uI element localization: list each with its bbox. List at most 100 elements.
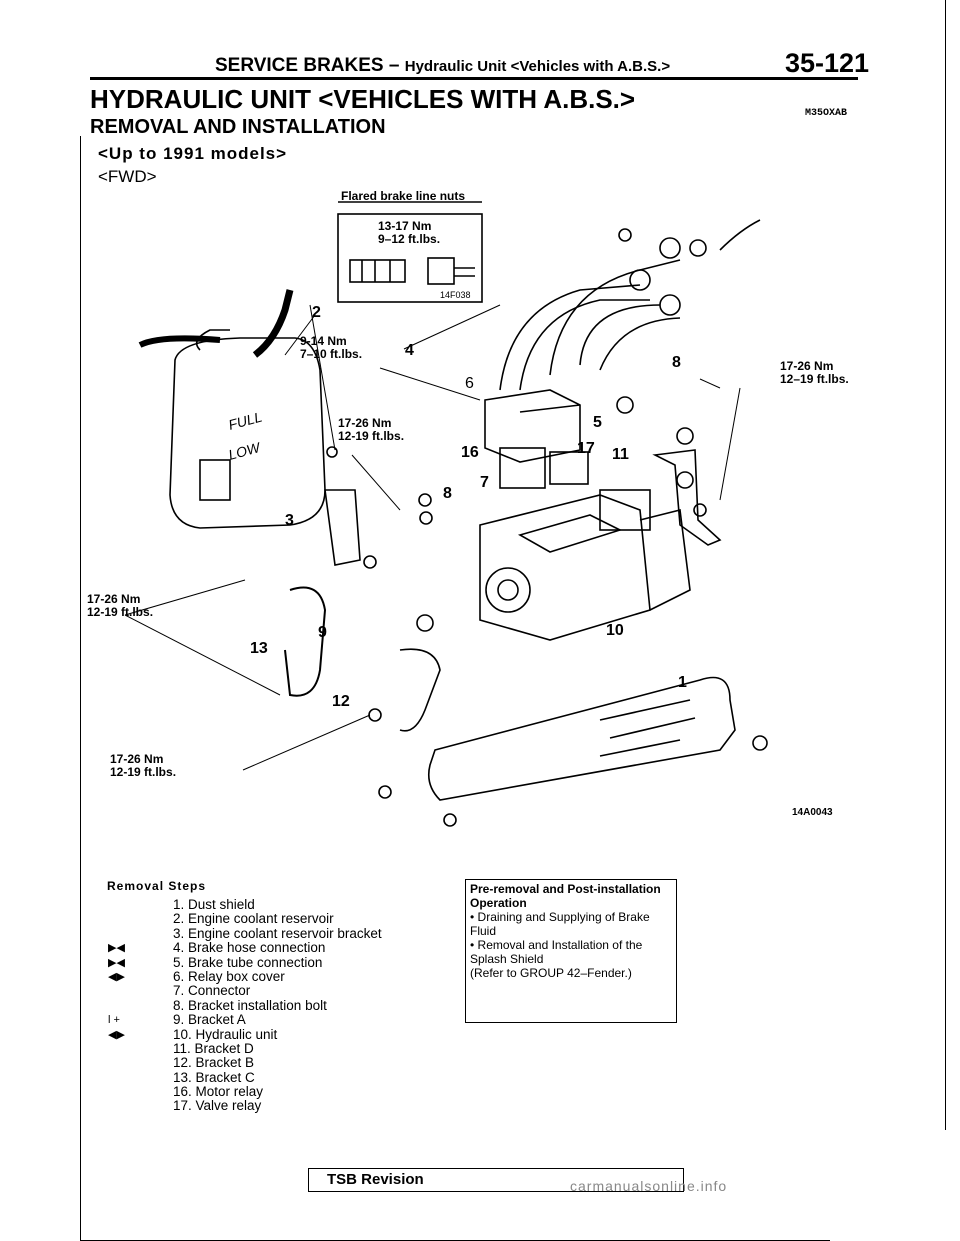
removal-step: ◀▶ 10. Hydraulic unit (108, 1026, 382, 1042)
step-text: 10. Hydraulic unit (173, 1026, 278, 1042)
inset-torque-ft: 9–12 ft.lbs. (378, 232, 440, 246)
step-marker (108, 898, 173, 912)
header-dash: – (388, 55, 400, 76)
step-text: 8. Bracket installation bolt (173, 997, 327, 1013)
torque-label-4-ft: 12-19 ft.lbs. (87, 605, 153, 619)
callout-13: 13 (250, 640, 268, 657)
step-marker (108, 999, 173, 1013)
step-text: 9. Bracket A (173, 1012, 246, 1028)
step-marker (108, 1085, 173, 1099)
removal-step: 2. Engine coolant reservoir (108, 911, 382, 927)
reference-code: M35OXAB (805, 108, 848, 119)
step-text: 5. Brake tube connection (173, 954, 323, 970)
removal-step: ▶◀ 5. Brake tube connection (108, 954, 382, 970)
callout-17: 17 (577, 440, 595, 457)
callout-11: 11 (612, 446, 629, 463)
removal-step: ▶◀ 4. Brake hose connection (108, 940, 382, 956)
torque-label-5-ft: 12-19 ft.lbs. (110, 765, 176, 779)
removal-step: 7. Connector (108, 983, 382, 999)
step-marker (108, 1099, 173, 1113)
inset-code: 14F038 (440, 290, 471, 300)
inset-title: Flared brake line nuts (341, 190, 465, 203)
torque-label-4-nm: 17-26 Nm (87, 592, 140, 606)
torque-label-2-nm: 17-26 Nm (338, 416, 391, 430)
torque-label-2-ft: 12-19 ft.lbs. (338, 429, 404, 443)
step-marker: l + (108, 1014, 120, 1027)
step-text: 2. Engine coolant reservoir (173, 911, 334, 927)
callout-9: 9 (318, 624, 327, 641)
hydraulic-unit (479, 489, 691, 641)
callout-1: 1 (678, 674, 687, 691)
page-title: HYDRAULIC UNIT <VEHICLES WITH A.B.S.> (90, 84, 636, 114)
step-marker (108, 984, 173, 998)
figure-code: 14A0043 (792, 807, 833, 818)
exploded-diagram: Flared brake line nuts 13-17 Nm 9–12 ft.… (87, 190, 849, 827)
step-marker: ◀▶ (108, 1028, 125, 1041)
step-text: 17. Valve relay (173, 1098, 262, 1114)
step-text: 12. Bracket B (173, 1055, 255, 1071)
brackets (284, 449, 722, 732)
removal-steps-list: 1. Dust shield 2. Engine coolant reservo… (108, 897, 382, 1114)
torque-label-3-nm: 17-26 Nm (780, 359, 833, 373)
torque-label-5-nm: 17-26 Nm (110, 752, 163, 766)
inset-torque-nm: 13-17 Nm (378, 219, 431, 233)
step-text: 16. Motor relay (173, 1084, 264, 1100)
removal-step: ◀▶ 6. Relay box cover (108, 968, 382, 984)
callout-16: 16 (461, 444, 479, 461)
pre-removal-item: (Refer to GROUP 42–Fender.) (470, 966, 632, 980)
removal-step: l + 9. Bracket A (108, 1012, 382, 1028)
pre-removal-box: Pre-removal and Post-installation Operat… (465, 879, 677, 1023)
callout-8b: 8 (672, 354, 681, 371)
step-marker (108, 1071, 173, 1085)
tsb-revision-box: TSB Revision (308, 1168, 684, 1192)
pre-removal-item: • Draining and Supplying of Brake Fluid (470, 910, 650, 938)
step-text: 6. Relay box cover (173, 968, 285, 984)
dust-shield (427, 676, 736, 801)
removal-steps-title: Removal Steps (107, 879, 207, 893)
removal-step: 3. Engine coolant reservoir bracket (108, 925, 382, 941)
leader-lines (124, 304, 741, 771)
drive-type: <FWD> (98, 167, 157, 186)
pre-removal-title: Pre-removal and Post-installation Operat… (470, 882, 661, 910)
fasteners (326, 396, 768, 827)
flared-nut-inset: Flared brake line nuts 13-17 Nm 9–12 ft.… (337, 190, 483, 303)
model-range: <Up to 1991 models> (98, 144, 288, 163)
removal-step: 1. Dust shield (108, 897, 382, 912)
step-text: 1. Dust shield (173, 897, 255, 912)
step-text: 4. Brake hose connection (173, 940, 326, 956)
step-text: 13. Bracket C (173, 1069, 255, 1085)
step-marker: ▶◀ (108, 942, 125, 955)
callout-12: 12 (332, 693, 350, 710)
reservoir-full-mark: FULL (227, 409, 264, 433)
section-header: SERVICE BRAKES – Hydraulic Unit <Vehicle… (215, 55, 670, 77)
callout-5: 5 (593, 414, 602, 431)
callout-8a: 8 (443, 485, 452, 502)
callout-4: 4 (405, 342, 414, 359)
left-margin-rule (80, 136, 81, 1241)
step-marker (108, 1056, 173, 1070)
step-marker: ◀▶ (108, 970, 125, 983)
torque-label-1-ft: 7–10 ft.lbs. (300, 347, 362, 361)
torque-label-1-nm: 9-14 Nm (300, 334, 347, 348)
brake-lines (499, 219, 761, 391)
page-number: 35-121 (785, 48, 870, 78)
step-marker (108, 927, 173, 941)
pre-removal-item: • Removal and Installation of the Splash… (470, 938, 643, 966)
step-text: 7. Connector (173, 983, 251, 999)
watermark: carmanualsonline.info (570, 1178, 728, 1194)
procedure-title: REMOVAL AND INSTALLATION (90, 116, 386, 138)
subsection-title: Hydraulic Unit <Vehicles with A.B.S.> (404, 58, 671, 75)
callout-10: 10 (606, 622, 624, 639)
section-title: SERVICE BRAKES (215, 55, 384, 76)
removal-step: 8. Bracket installation bolt (108, 997, 382, 1013)
step-marker (108, 1042, 173, 1056)
callout-3: 3 (285, 512, 294, 529)
removal-step: 12. Bracket B (108, 1055, 382, 1071)
step-marker: ▶◀ (108, 956, 125, 969)
relay-box (484, 389, 589, 489)
torque-label-3-ft: 12–19 ft.lbs. (780, 372, 849, 386)
step-marker (108, 912, 173, 926)
step-text: 3. Engine coolant reservoir bracket (173, 925, 382, 941)
header-rule (90, 77, 858, 80)
removal-step: 13. Bracket C (108, 1069, 382, 1085)
